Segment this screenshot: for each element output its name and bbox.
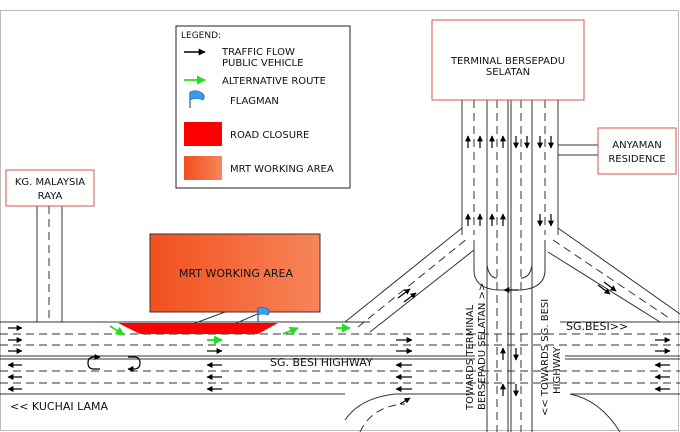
alt-arrow [282, 326, 299, 336]
anyaman-link-road [558, 144, 598, 156]
slip-road-ramps [344, 227, 680, 432]
legend-mrt-working-area: MRT WORKING AREA [230, 164, 334, 175]
diagram-frame [0, 10, 679, 431]
legend-road-closure: ROAD CLOSURE [230, 130, 309, 141]
kg-malaysia-label-line1: KG. MALAYSIA [15, 177, 85, 188]
alt-arrow [109, 325, 125, 336]
traffic-flow-arrows [7, 135, 671, 405]
svg-text:TOWARDS TERMINAL: TOWARDS TERMINAL [465, 304, 476, 411]
orange-swatch [184, 156, 222, 180]
terminal-label-line1: TERMINAL BERSEPADU [450, 56, 565, 67]
kuchai-lama-label: << KUCHAI LAMA [10, 400, 109, 413]
legend-alternative-route: ALTERNATIVE ROUTE [222, 76, 326, 87]
legend-traffic-flow: TRAFFIC FLOW [221, 47, 295, 58]
mrt-connector-line-2 [231, 311, 263, 326]
u-turn-icon [87, 354, 141, 372]
legend-title: LEGEND: [181, 31, 221, 41]
terminal-box [431, 19, 585, 101]
mrt-working-area [149, 233, 321, 313]
road-closure-area [118, 323, 278, 334]
legend-flagman: FLAGMAN [230, 96, 279, 107]
flagman-icon [257, 306, 270, 322]
anyaman-label-line1: ANYAMAN [612, 140, 661, 151]
legend-public-vehicle: PUBLIC VEHICLE [222, 58, 303, 69]
anyaman-box [597, 127, 677, 175]
towards-sg-besi-label: << TOWARDS SG. BESI HIGHWAY [540, 299, 563, 416]
sg-besi-right-label: SG.BESI>> [566, 320, 628, 333]
blue-flag-icon [189, 90, 205, 108]
svg-text:<< TOWARDS SG. BESI: << TOWARDS SG. BESI [540, 299, 551, 416]
kg-malaysia-link-road [36, 206, 63, 322]
svg-text:BERSEPADU SELATAN >>: BERSEPADU SELATAN >> [477, 283, 488, 410]
mrt-connector-line [189, 311, 226, 326]
terminal-label-line2: SELATAN [486, 67, 530, 78]
red-swatch [184, 122, 222, 146]
sg-besi-highway-road [0, 321, 680, 395]
terminal-access-road [461, 100, 559, 432]
svg-text:HIGHWAY: HIGHWAY [552, 346, 563, 394]
alternative-route-arrows [109, 323, 351, 345]
sg-besi-highway-label: SG. BESI HIGHWAY [270, 356, 373, 369]
anyaman-label-line2: RESIDENCE [608, 154, 665, 165]
kg-malaysia-box [5, 169, 95, 207]
mrt-working-area-label: MRT WORKING AREA [179, 267, 294, 280]
kg-malaysia-label-line2: RAYA [38, 191, 63, 202]
towards-terminal-label: TOWARDS TERMINAL BERSEPADU SELATAN >> [465, 283, 488, 411]
